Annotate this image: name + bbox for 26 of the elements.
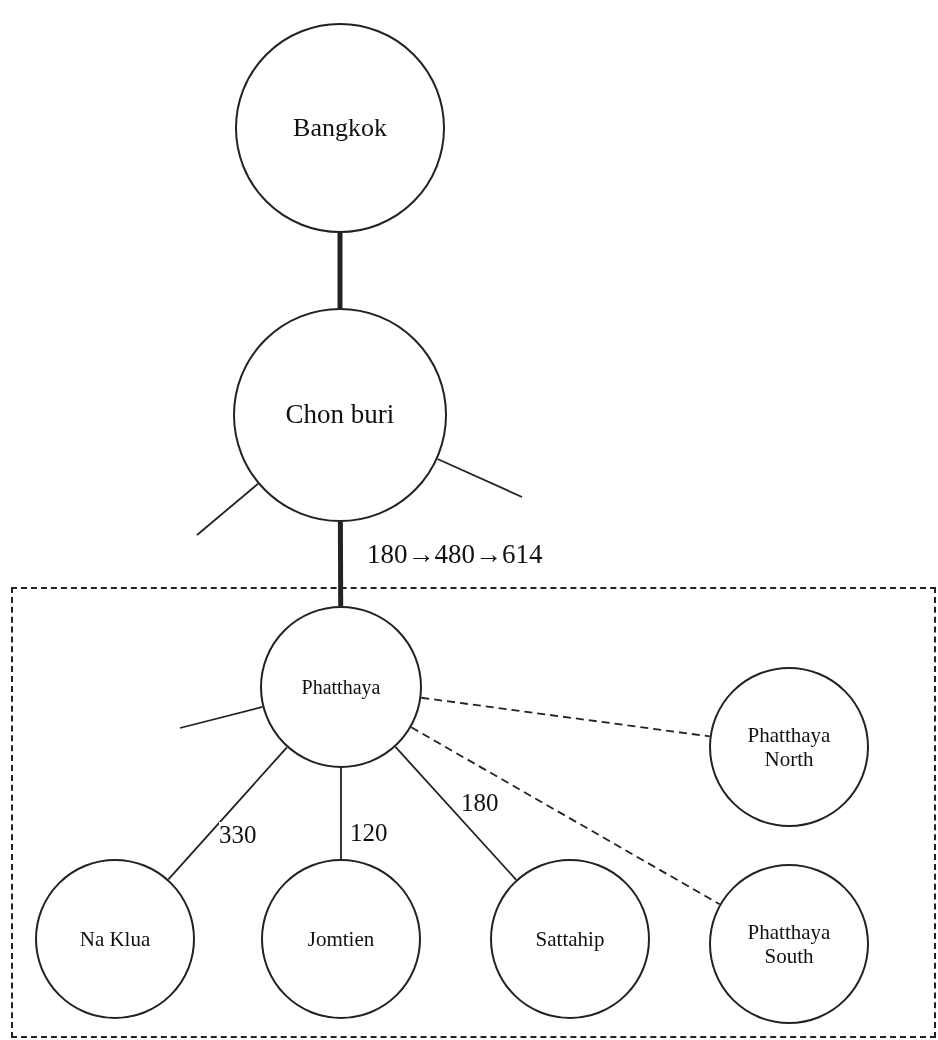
city-name: Phatthaya South: [746, 919, 832, 969]
city-name: Bangkok: [293, 113, 387, 143]
connector-line: [196, 482, 259, 536]
city-circle: [35, 859, 195, 1019]
connector-line: [436, 458, 523, 498]
city-name: Sattahip: [535, 926, 605, 952]
city-name: Jomtien: [307, 926, 375, 952]
dashed-line: [410, 726, 721, 906]
city-name: Chon buri: [285, 399, 395, 431]
city-circle: [235, 23, 445, 233]
city-circle: [709, 667, 869, 827]
connector-line: [394, 746, 518, 881]
city-name: Phatthaya North: [746, 722, 832, 772]
dashed-line: [420, 696, 711, 738]
connector-line: [179, 706, 264, 729]
connector-line: [167, 746, 288, 881]
city-circle: [709, 864, 869, 1024]
double-line: [337, 233, 343, 308]
city-circle: [261, 859, 421, 1019]
double-line: [337, 522, 344, 606]
city-circle: [260, 606, 422, 768]
city-circle: [490, 859, 650, 1019]
city-circle: [233, 308, 447, 522]
city-name: Phatthaya: [301, 675, 381, 699]
connector-line: [340, 767, 342, 860]
city-name: Na Klua: [79, 926, 151, 952]
